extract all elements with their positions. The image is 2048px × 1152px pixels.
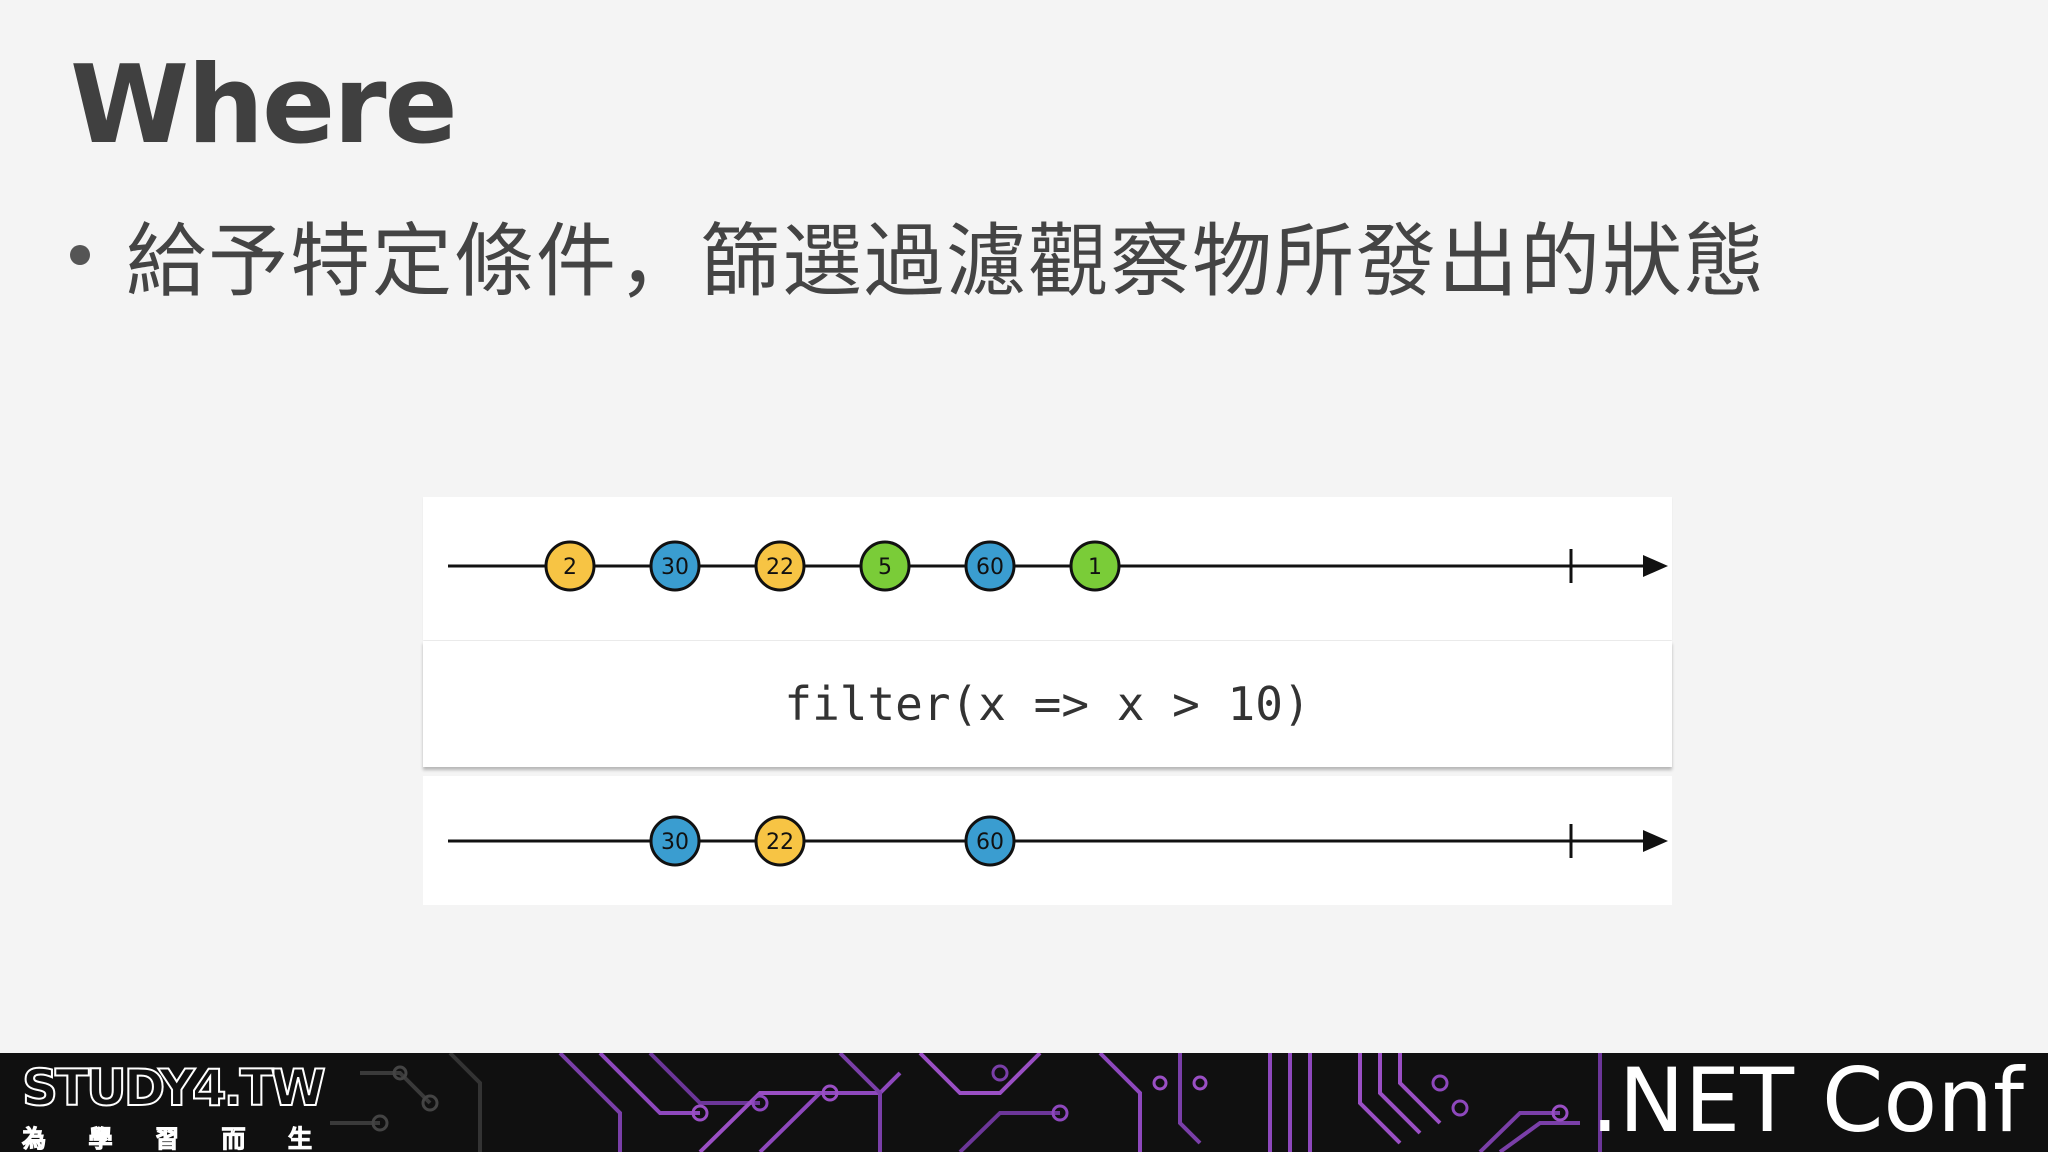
slogan-char: 生 xyxy=(288,1125,313,1152)
bullet-text: 給予特定條件，篩選過濾觀察物所發出的狀態 xyxy=(126,215,1766,308)
output-timeline: 30 22 60 xyxy=(448,815,1668,867)
slide-title: Where xyxy=(70,43,458,168)
bullet-item: 給予特定條件，篩選過濾觀察物所發出的狀態 xyxy=(70,210,1766,308)
operator-label: filter(x => x > 10) xyxy=(784,677,1311,731)
slogan-char: 學 xyxy=(88,1125,113,1152)
marble-circle xyxy=(964,540,1016,592)
study4-logo: STUDY4.TW xyxy=(21,1059,327,1117)
marble-label: 2 xyxy=(563,555,577,580)
slogan-char: 習 xyxy=(155,1125,180,1152)
marble: 22 xyxy=(754,815,806,867)
output-timeline-panel: 30 22 60 xyxy=(423,776,1672,905)
marble: 1 xyxy=(1069,540,1121,592)
marble-label: 22 xyxy=(766,555,794,580)
footer-banner: STUDY4.TW 為 學 習 而 生 .NET Conf xyxy=(0,1053,2048,1152)
marble-label: 30 xyxy=(661,830,689,855)
operator-panel: filter(x => x > 10) xyxy=(423,641,1672,767)
input-timeline-panel: 2 30 22 5 60 1 xyxy=(423,497,1672,640)
study4-slogan: 為 學 習 而 生 xyxy=(22,1119,313,1152)
marble-diagram: 2 30 22 5 60 1 filter(x => x > 10) 30 22 60 xyxy=(423,497,1672,905)
marble: 2 xyxy=(544,540,596,592)
marble-circle xyxy=(754,540,806,592)
marble: 5 xyxy=(859,540,911,592)
slogan-char: 為 xyxy=(22,1125,47,1152)
marble: 30 xyxy=(649,540,701,592)
marble-circle xyxy=(754,815,806,867)
marble: 60 xyxy=(964,540,1016,592)
marble-label: 1 xyxy=(1088,555,1102,580)
dotnet-conf-logo: .NET Conf xyxy=(1590,1053,2024,1152)
marble-circle xyxy=(649,815,701,867)
marble-label: 60 xyxy=(976,830,1004,855)
marble-circle xyxy=(544,540,596,592)
timeline-arrow-icon xyxy=(1643,830,1668,852)
marble: 60 xyxy=(964,815,1016,867)
marble-label: 22 xyxy=(766,830,794,855)
slogan-char: 而 xyxy=(221,1125,246,1152)
circuit-pattern-graphic xyxy=(330,1053,1602,1152)
marble-label: 30 xyxy=(661,555,689,580)
marble-circle xyxy=(1069,540,1121,592)
input-timeline: 2 30 22 5 60 1 xyxy=(448,540,1668,592)
marble-circle xyxy=(859,540,911,592)
marble-circle xyxy=(649,540,701,592)
timeline-arrow-icon xyxy=(1643,555,1668,577)
marble-label: 60 xyxy=(976,555,1004,580)
bullet-dot-icon xyxy=(70,245,90,265)
marble: 30 xyxy=(649,815,701,867)
marble: 22 xyxy=(754,540,806,592)
marble-circle xyxy=(964,815,1016,867)
marble-label: 5 xyxy=(878,555,892,580)
